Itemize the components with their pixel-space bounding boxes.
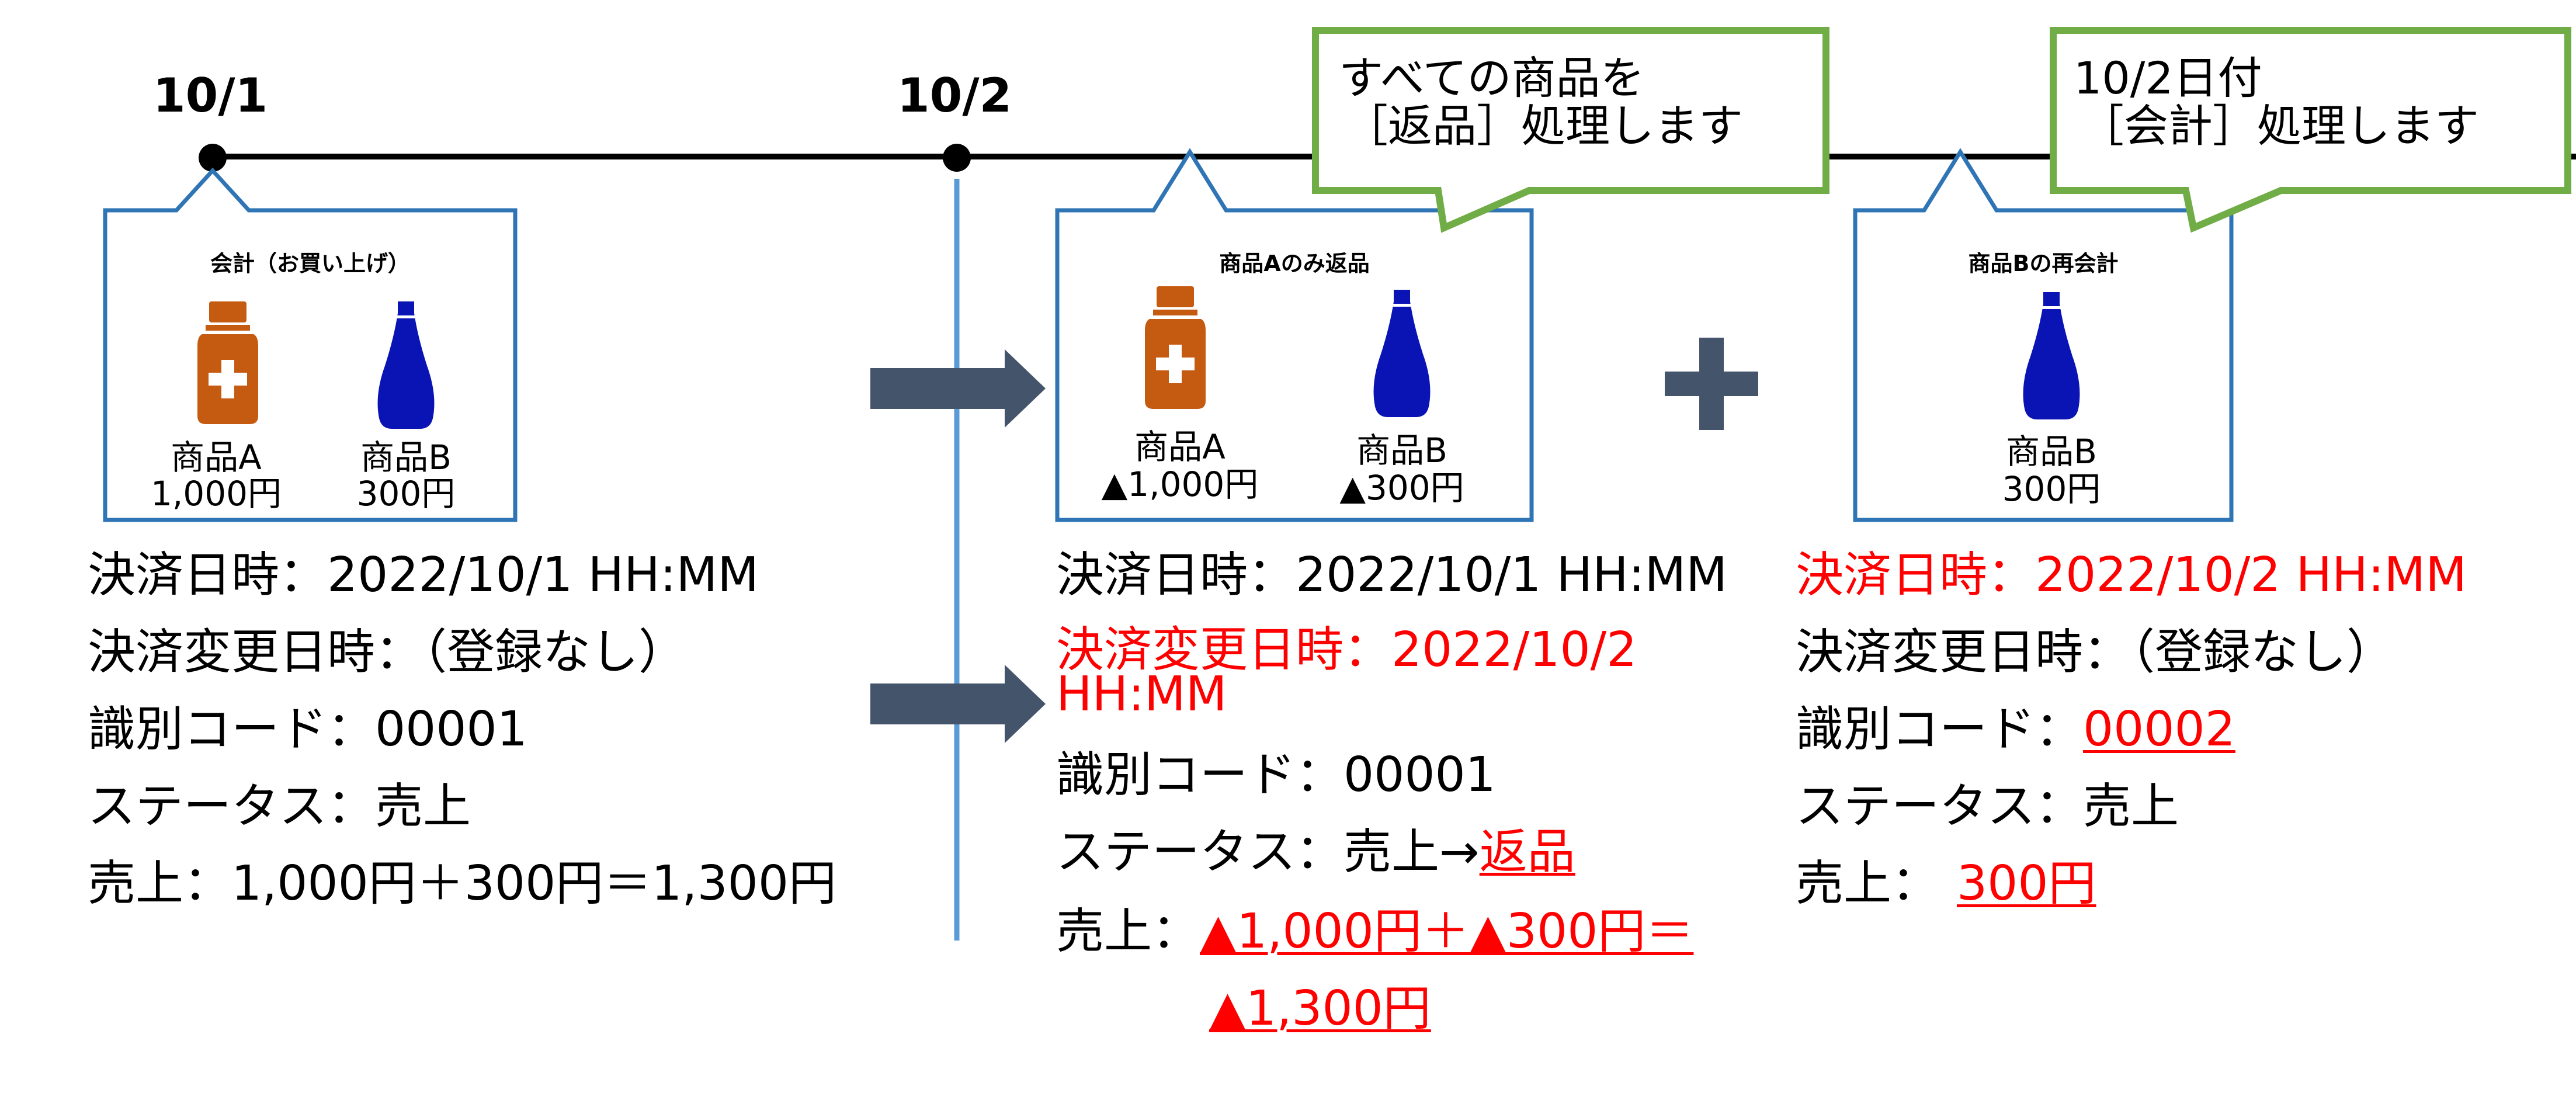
change-date: 決済変更日時：（登録なし） bbox=[88, 624, 687, 680]
settle-date: 決済日時：2022/10/1 HH:MM bbox=[1056, 547, 1727, 603]
code-label: 識別コード： bbox=[1796, 702, 2084, 757]
box-title: 商品Bの再会計 bbox=[1968, 251, 2119, 276]
item-price: 300円 bbox=[356, 474, 456, 513]
change-date: 決済変更日時：（登録なし） bbox=[1796, 624, 2395, 680]
callout-text-line: ［返品］処理します bbox=[1343, 100, 1743, 152]
sales: 売上：1,000円＋300円＝1,300円 bbox=[88, 856, 837, 911]
status: ステータス：売上 bbox=[1796, 779, 2179, 834]
callout-text-line: ［会計］処理します bbox=[2079, 100, 2479, 152]
identifier-code: 識別コード：00001 bbox=[1056, 747, 1496, 803]
identifier-code: 識別コード：00002 bbox=[1796, 706, 2235, 754]
item-price: ▲1,000円 bbox=[1101, 464, 1259, 504]
sales-label: 売上： bbox=[1056, 904, 1200, 959]
status: ステータス：売上 bbox=[88, 779, 471, 834]
status-label: ステータス：売上→ bbox=[1056, 824, 1480, 880]
item-name: 商品B bbox=[360, 438, 452, 477]
status-value: 返品 bbox=[1479, 824, 1575, 880]
sales-value: 300円 bbox=[1957, 856, 2096, 911]
callout-return-all bbox=[1312, 27, 1829, 233]
box-title: 会計（お買い上げ） bbox=[210, 251, 410, 276]
item-price: ▲300円 bbox=[1339, 468, 1464, 508]
arrow-right-icon bbox=[870, 665, 1046, 743]
callout-text-line: すべての商品を bbox=[1339, 52, 1645, 104]
item-name: 商品A bbox=[171, 438, 262, 477]
item-name: 商品B bbox=[2006, 432, 2097, 471]
soda-bottle-icon bbox=[2023, 292, 2080, 419]
item-price: 1,000円 bbox=[150, 474, 282, 513]
callout-recharge bbox=[2050, 27, 2571, 233]
status: ステータス：売上→返品 bbox=[1056, 828, 1575, 876]
sales-total: ▲1,300円 bbox=[1209, 981, 1431, 1036]
plus-icon bbox=[1665, 338, 1758, 430]
sales-label: 売上： bbox=[1796, 856, 1940, 911]
timeline-date-2: 10/2 bbox=[897, 68, 1012, 123]
soda-bottle-icon bbox=[1373, 290, 1431, 417]
timeline-dot-10-1 bbox=[199, 144, 227, 172]
item-price: 300円 bbox=[2002, 469, 2101, 509]
medicine-bottle-icon bbox=[1145, 286, 1206, 409]
identifier-code: 識別コード：00001 bbox=[88, 702, 527, 757]
sales: 売上：300円 bbox=[1796, 860, 2096, 908]
timeline-date-1: 10/1 bbox=[153, 68, 268, 123]
soda-bottle-icon bbox=[377, 301, 435, 429]
change-date: 決済変更日時：2022/10/2 bbox=[1056, 622, 1637, 678]
settle-date: 決済日時：2022/10/1 HH:MM bbox=[88, 547, 759, 603]
arrow-right-icon bbox=[870, 349, 1046, 428]
timeline-dot-10-2 bbox=[943, 144, 971, 172]
box-purchase bbox=[103, 167, 518, 522]
sales: 売上：▲1,000円＋▲300円＝ bbox=[1056, 908, 1693, 956]
sales-value: ▲1,000円＋▲300円＝ bbox=[1200, 904, 1694, 959]
item-name: 商品B bbox=[1356, 431, 1447, 470]
box-title: 商品Aのみ返品 bbox=[1219, 251, 1370, 276]
settle-date: 決済日時：2022/10/2 HH:MM bbox=[1796, 547, 2467, 603]
box-return bbox=[1055, 148, 1534, 522]
callout-text-line: 10/2日付 bbox=[2074, 52, 2262, 104]
code-value: 00002 bbox=[2083, 702, 2235, 757]
change-date-time: HH:MM bbox=[1056, 667, 1227, 722]
medicine-bottle-icon bbox=[197, 301, 258, 424]
item-name: 商品A bbox=[1134, 427, 1225, 467]
